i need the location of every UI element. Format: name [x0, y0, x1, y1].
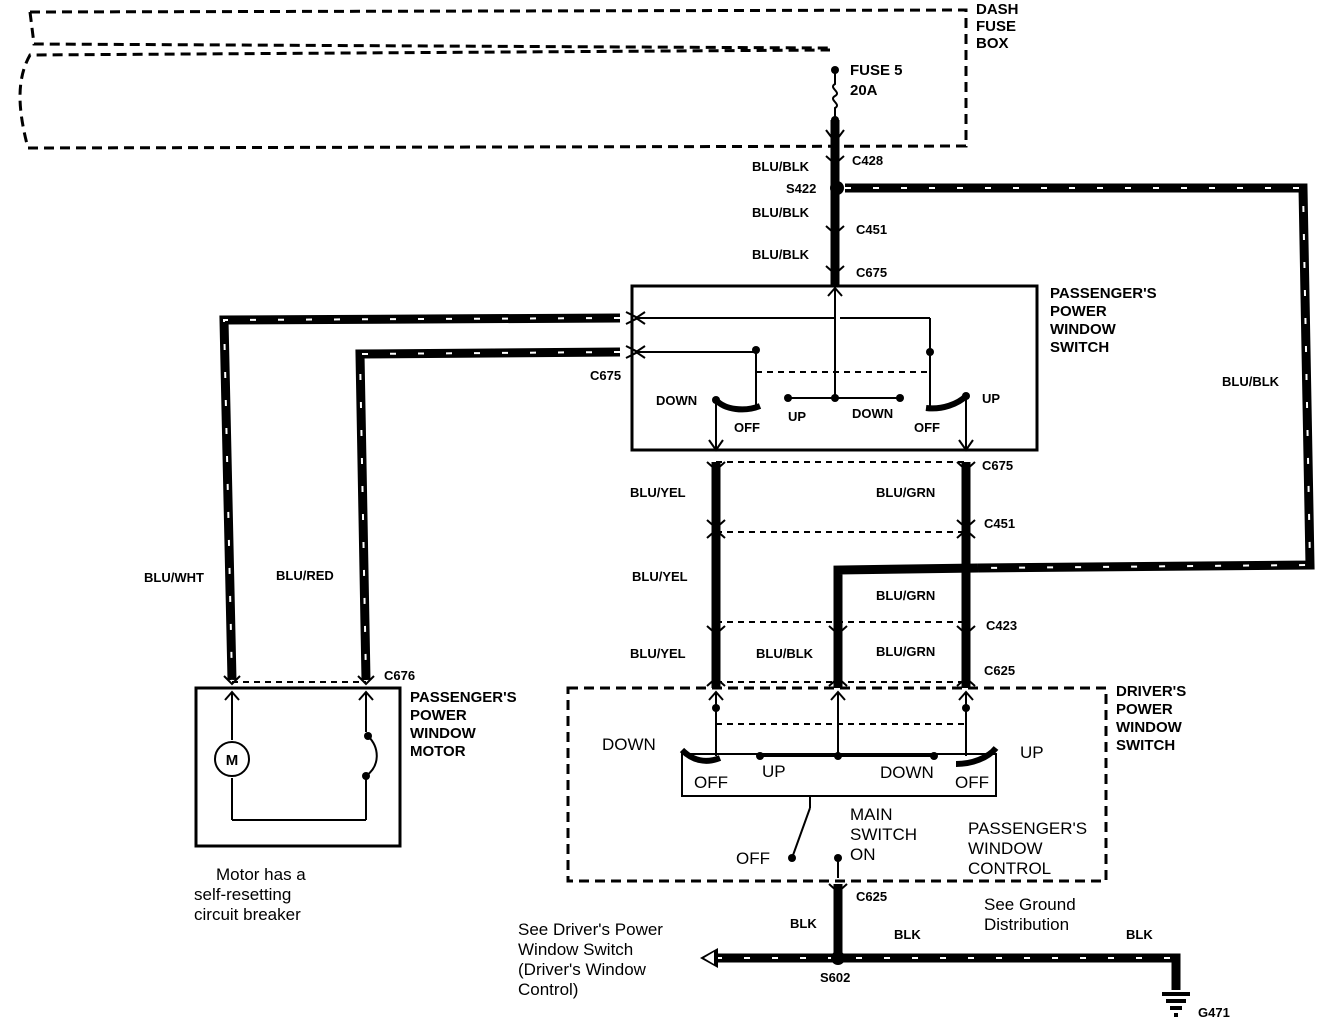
wire-label-blu-blk: BLU/BLK	[752, 205, 810, 220]
driver-switch-off-left: OFF	[694, 773, 728, 792]
ground-g471-label: G471	[1198, 1005, 1230, 1020]
driver-switch-note: Control)	[518, 980, 578, 999]
driver-switch-inner-box	[681, 753, 997, 797]
wire-label-blu-yel: BLU/YEL	[632, 569, 688, 584]
wire-blu-wht	[219, 313, 621, 681]
window-control-label: CONTROL	[968, 859, 1051, 878]
passenger-switch-title: POWER	[1050, 303, 1107, 320]
passenger-motor-title: MOTOR	[410, 743, 466, 760]
wire-label-blu-red: BLU/RED	[276, 568, 334, 583]
connector-bands	[706, 461, 976, 687]
fuse-box-label: DASH	[976, 1, 1019, 18]
driver-switch-title: SWITCH	[1116, 737, 1175, 754]
wire-label-blu-yel: BLU/YEL	[630, 646, 686, 661]
driver-switch-title: WINDOW	[1116, 719, 1183, 736]
motor-note: circuit breaker	[194, 905, 301, 924]
driver-switch-note: Window Switch	[518, 940, 633, 959]
motor-icon	[214, 741, 250, 777]
ground-symbol	[1162, 992, 1190, 1017]
driver-switch-note: See Driver's Power	[518, 920, 663, 939]
driver-switch-down-left: DOWN	[602, 735, 656, 754]
passenger-switch-off-right: OFF	[914, 420, 940, 435]
ground-note: Distribution	[984, 915, 1069, 934]
wire-label-blu-wht: BLU/WHT	[144, 570, 204, 585]
connector-c451-label: C451	[984, 516, 1015, 531]
wire-label-blu-grn: BLU/GRN	[876, 644, 935, 659]
connector-c451-label: C451	[856, 222, 887, 237]
passenger-switch-down-right: DOWN	[852, 406, 893, 421]
driver-switch-off-right: OFF	[955, 773, 989, 792]
main-switch-label: MAIN	[850, 805, 893, 824]
wire-label-blu-blk: BLU/BLK	[1222, 374, 1280, 389]
driver-switch-box	[566, 686, 1108, 883]
passenger-switch-down-left: DOWN	[656, 393, 697, 408]
splice-s422-label: S422	[786, 181, 816, 196]
passenger-switch-title: WINDOW	[1050, 321, 1117, 338]
passenger-switch-up-left: UP	[788, 409, 806, 424]
passenger-motor-title: PASSENGER'S	[410, 689, 517, 706]
wire-blu-red	[355, 347, 621, 681]
wire-blu-blk-loop	[833, 183, 1315, 630]
wire-label-blu-blk: BLU/BLK	[752, 159, 810, 174]
driver-switch-internals	[679, 690, 999, 878]
wire-label-blk: BLK	[1126, 927, 1153, 942]
wire-label-blu-blk: BLU/BLK	[756, 646, 814, 661]
motor-note: Motor has a	[216, 865, 306, 884]
main-switch-on: ON	[850, 845, 876, 864]
connector-c676-label: C676	[384, 668, 415, 683]
passenger-motor-internals	[223, 675, 378, 821]
dash-fuse-box	[18, 8, 968, 150]
connector-c625-label: C625	[984, 663, 1015, 678]
passenger-switch-internals	[638, 286, 974, 452]
fuse-rating: 20A	[850, 82, 878, 99]
driver-switch-note: (Driver's Window	[518, 960, 647, 979]
ground-wire-blk	[700, 883, 1181, 990]
driver-switch-down-right: DOWN	[880, 763, 934, 782]
connector-c675-label: C675	[590, 368, 621, 383]
wire-label-blu-blk: BLU/BLK	[752, 247, 810, 262]
wire-label-blu-yel: BLU/YEL	[630, 485, 686, 500]
connector-c675-label: C675	[856, 265, 887, 280]
motor-note: self-resetting	[194, 885, 291, 904]
splice-s602-label: S602	[820, 970, 850, 985]
connector-c625-label: C625	[856, 889, 887, 904]
feed-wire-blu-blk	[825, 120, 845, 286]
fuse-5-symbol	[831, 66, 839, 124]
connector-c423-label: C423	[986, 618, 1017, 633]
wire-label-blu-grn: BLU/GRN	[876, 485, 935, 500]
driver-switch-up-right: UP	[1020, 743, 1044, 762]
driver-switch-title: DRIVER'S	[1116, 683, 1186, 700]
passenger-motor-title: WINDOW	[410, 725, 477, 742]
fuse-name: FUSE 5	[850, 62, 903, 79]
ground-note: See Ground	[984, 895, 1076, 914]
passenger-motor-box	[194, 686, 402, 848]
passenger-switch-title: PASSENGER'S	[1050, 285, 1157, 302]
driver-switch-title: POWER	[1116, 701, 1173, 718]
passenger-switch-up-right: UP	[982, 391, 1000, 406]
passenger-motor-title: POWER	[410, 707, 467, 724]
fuse-box-label: FUSE	[976, 18, 1016, 35]
wire-label-blu-grn: BLU/GRN	[876, 588, 935, 603]
wire-label-blk: BLK	[894, 927, 921, 942]
fuse-box-label: BOX	[976, 35, 1009, 52]
main-switch-off: OFF	[736, 849, 770, 868]
wire-label-blk: BLK	[790, 916, 817, 931]
connector-c428-label: C428	[852, 153, 883, 168]
driver-switch-up-left: UP	[762, 762, 786, 781]
window-control-label: PASSENGER'S	[968, 819, 1087, 838]
passenger-switch-off-left: OFF	[734, 420, 760, 435]
motor-symbol: M	[226, 752, 239, 769]
connector-c675-label: C675	[982, 458, 1013, 473]
main-switch-label: SWITCH	[850, 825, 917, 844]
connector-c675-left	[625, 311, 646, 359]
passenger-switch-title: SWITCH	[1050, 339, 1109, 356]
window-control-label: WINDOW	[968, 839, 1043, 858]
